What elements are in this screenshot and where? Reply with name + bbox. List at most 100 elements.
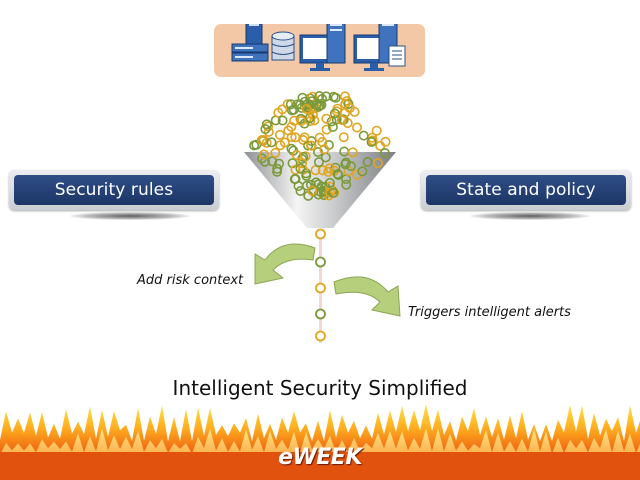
ring bbox=[299, 132, 310, 143]
ring bbox=[266, 137, 277, 148]
ring bbox=[286, 105, 297, 116]
document-icon bbox=[388, 45, 406, 67]
ring bbox=[286, 143, 297, 154]
triggers-alerts-label: Triggers intelligent alerts bbox=[408, 305, 571, 320]
fire-border bbox=[0, 404, 640, 480]
ring bbox=[310, 165, 321, 176]
ring bbox=[347, 147, 358, 158]
ring bbox=[285, 99, 296, 110]
server-icon bbox=[231, 12, 269, 62]
ring bbox=[279, 137, 290, 148]
ring bbox=[305, 179, 316, 190]
ring bbox=[329, 108, 340, 119]
ring bbox=[326, 116, 337, 127]
ring bbox=[306, 140, 317, 151]
ring bbox=[321, 113, 332, 124]
ring bbox=[313, 157, 324, 168]
ring bbox=[301, 170, 312, 181]
box-shadow bbox=[470, 212, 590, 220]
ring bbox=[290, 164, 301, 175]
ring bbox=[297, 92, 308, 103]
ring bbox=[349, 106, 360, 117]
database-icon bbox=[271, 31, 295, 61]
ring bbox=[263, 121, 274, 132]
ring bbox=[327, 121, 338, 132]
ring bbox=[358, 130, 369, 141]
ring bbox=[289, 115, 300, 126]
ring bbox=[321, 91, 332, 102]
ring bbox=[317, 136, 328, 147]
ring bbox=[307, 185, 318, 196]
drip-ring bbox=[315, 282, 326, 294]
ring bbox=[277, 104, 288, 115]
ring bbox=[340, 91, 351, 102]
device-tray bbox=[214, 12, 425, 77]
ring bbox=[272, 166, 283, 177]
ring bbox=[324, 177, 335, 188]
ring bbox=[357, 166, 368, 177]
box-shadow bbox=[70, 212, 190, 220]
drip-ring bbox=[315, 330, 326, 342]
ring bbox=[251, 139, 262, 150]
state-and-policy-label: State and policy bbox=[426, 175, 626, 205]
curved-arrow-icon bbox=[254, 243, 316, 285]
drip-ring bbox=[315, 228, 326, 240]
ring bbox=[303, 140, 314, 151]
ring bbox=[332, 103, 343, 114]
ring bbox=[277, 115, 288, 126]
ring bbox=[270, 147, 281, 158]
ring bbox=[291, 149, 302, 160]
ring bbox=[321, 124, 332, 135]
add-risk-context-label: Add risk context bbox=[137, 273, 244, 288]
ring bbox=[261, 119, 272, 130]
funnel-diagram bbox=[244, 91, 396, 343]
eweek-logo: eWEEK bbox=[278, 445, 362, 470]
ring bbox=[336, 114, 347, 125]
ring bbox=[296, 102, 307, 113]
ring bbox=[290, 132, 301, 143]
ring bbox=[256, 134, 267, 145]
drip-ring bbox=[315, 256, 326, 268]
ring bbox=[317, 165, 328, 176]
security-rules-box: Security rules bbox=[9, 170, 219, 210]
devices-illustration bbox=[231, 12, 406, 71]
curved-arrow-icon bbox=[333, 276, 401, 317]
ring bbox=[328, 187, 339, 198]
ring bbox=[314, 100, 325, 111]
ring bbox=[362, 157, 373, 168]
ring bbox=[286, 121, 297, 132]
ring bbox=[379, 147, 390, 158]
ring bbox=[301, 103, 312, 114]
slide-title: Intelligent Security Simplified bbox=[172, 376, 468, 400]
ring bbox=[311, 177, 322, 188]
ring bbox=[338, 132, 349, 143]
drip-line bbox=[315, 228, 326, 343]
ring bbox=[258, 149, 269, 160]
ring bbox=[332, 169, 343, 180]
state-and-policy-box: State and policy bbox=[421, 170, 631, 210]
ring bbox=[293, 181, 304, 192]
ring bbox=[272, 163, 283, 174]
security-rules-label: Security rules bbox=[14, 175, 214, 205]
ring bbox=[295, 186, 306, 197]
drip-ring bbox=[315, 308, 326, 320]
ring bbox=[295, 163, 306, 174]
ring bbox=[274, 129, 285, 140]
ring bbox=[341, 157, 352, 168]
ring bbox=[313, 146, 324, 157]
ring bbox=[371, 125, 382, 136]
server-icon bbox=[326, 12, 346, 64]
ring bbox=[296, 115, 307, 126]
ring bbox=[267, 156, 278, 167]
ring bbox=[297, 158, 308, 169]
ring bbox=[380, 136, 391, 147]
ring bbox=[372, 158, 383, 169]
ring bbox=[323, 166, 334, 177]
ring bbox=[341, 179, 352, 190]
ring bbox=[366, 136, 377, 147]
ring bbox=[260, 124, 271, 135]
ring bbox=[314, 91, 325, 101]
ring bbox=[352, 122, 363, 133]
ring bbox=[311, 100, 322, 111]
ring-cluster bbox=[249, 91, 391, 201]
